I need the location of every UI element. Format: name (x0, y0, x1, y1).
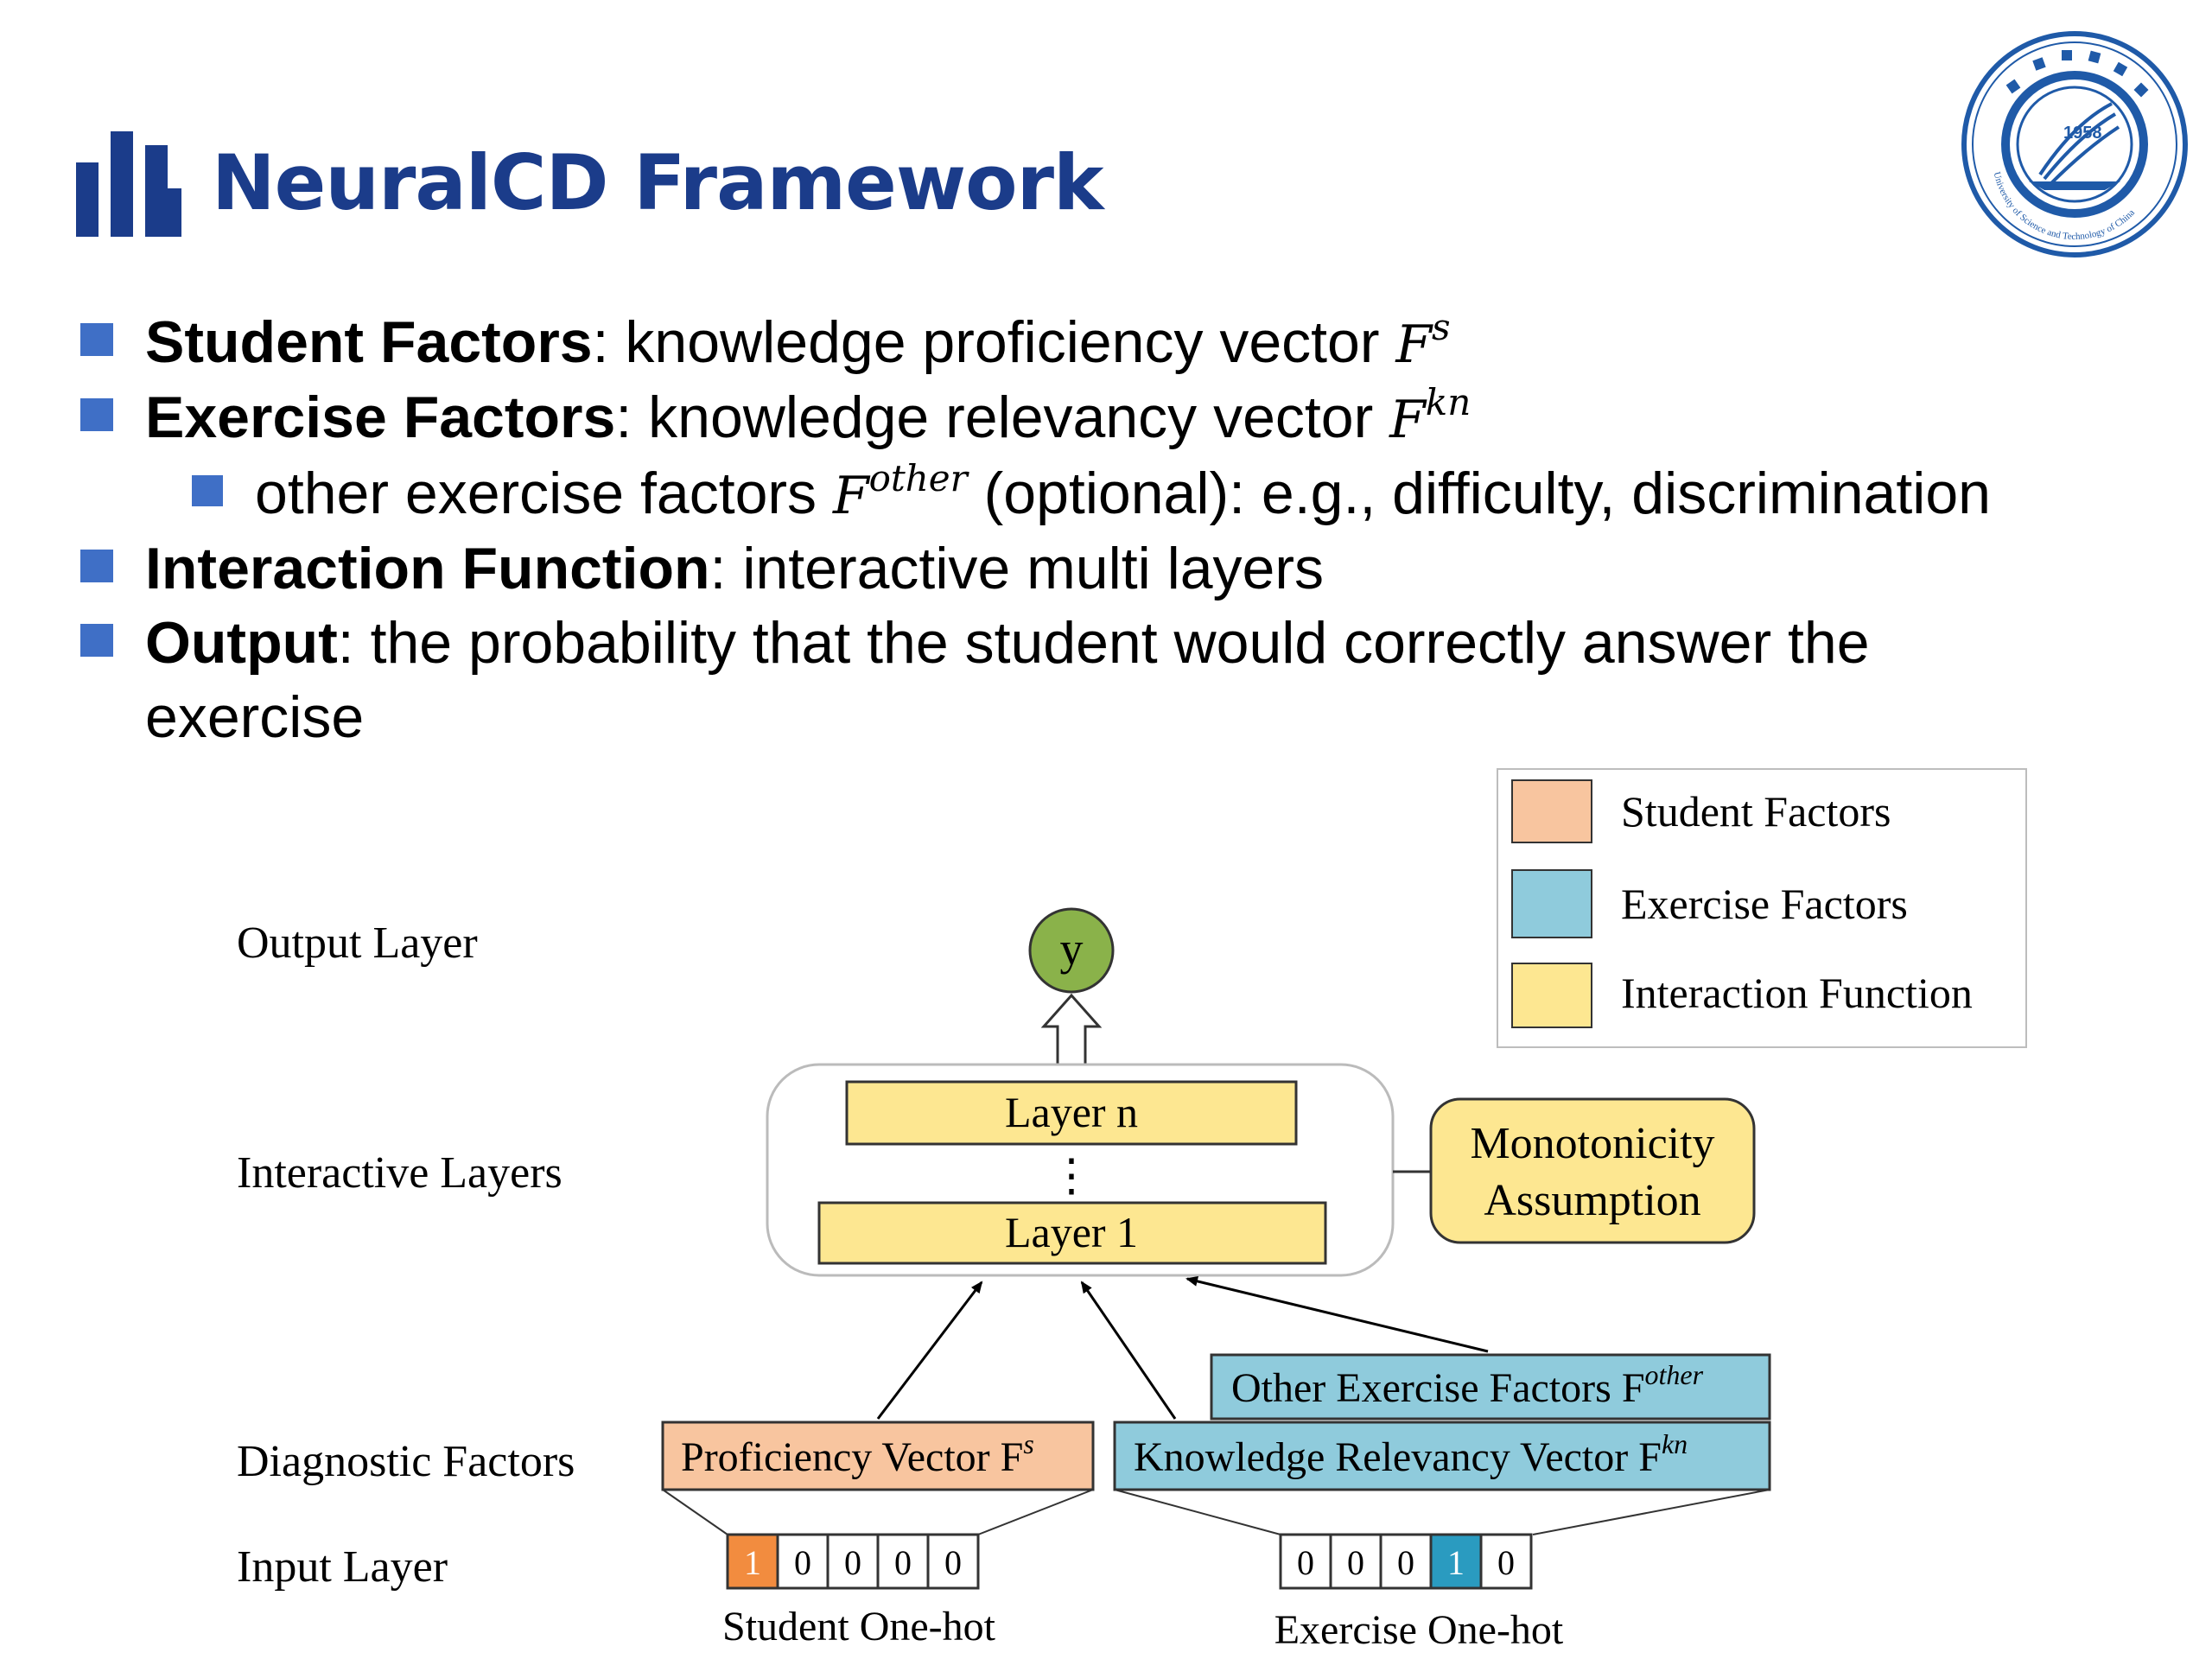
legend: Student Factors Exercise Factors Interac… (1497, 768, 2027, 1048)
proficiency-vector-box (661, 1421, 1095, 1491)
student-one-hot-cell-value: 0 (794, 1543, 811, 1582)
exercise-one-hot-cell-value: 1 (1447, 1543, 1465, 1582)
bar-chart-icon (76, 131, 181, 237)
bullet-interaction-function: Interaction Function: interactive multi … (145, 533, 1324, 604)
bullet-marker (192, 475, 223, 506)
exercise-one-hot-cell (1279, 1533, 1332, 1590)
bullet-output-continuation: exercise (145, 684, 365, 750)
bullet-exercise-factors: Exercise Factors: knowledge relevancy ve… (145, 382, 1471, 455)
exercise-one-hot-cell-value: 0 (1397, 1543, 1414, 1582)
bullet-other-exercise-factors: other exercise factors Fother (optional)… (255, 458, 1991, 531)
bullet-text: : the probability that the student would… (337, 610, 1870, 676)
legend-label-interaction: Interaction Function (1621, 969, 1973, 1017)
bullet-term: Output (145, 610, 338, 676)
layer-1-label: Layer 1 (1005, 1208, 1138, 1256)
proficiency-vector-label: Proficiency Vector Fs (681, 1428, 1034, 1480)
exercise-one-hot-cell-value: 0 (1347, 1543, 1364, 1582)
bullet-marker (80, 398, 113, 431)
row-label-interactive: Interactive Layers (237, 1148, 563, 1198)
bullet-output: Output: the probability that the student… (145, 607, 1870, 678)
arrow-knowledge-to-layers (1080, 1281, 1177, 1420)
layer-n (845, 1080, 1298, 1146)
math-symbol: Fkn (1389, 381, 1471, 451)
monotonicity-assumption-box (1429, 1097, 1756, 1244)
student-one-hot-caption: Student One-hot (722, 1604, 996, 1649)
bullet-text: other exercise factors (255, 461, 833, 526)
bullet-student-factors: Student Factors: knowledge proficiency v… (145, 307, 1451, 380)
student-one-hot-cell-value: 0 (844, 1543, 861, 1582)
knowledge-relevancy-vector-box (1113, 1421, 1771, 1491)
layer-dots: ⋮ (1049, 1152, 1094, 1201)
legend-swatch-interaction (1511, 963, 1592, 1028)
bullet-term: Interaction Function (145, 536, 710, 601)
monotonicity-line-2: Assumption (1484, 1176, 1700, 1225)
svg-text:1958: 1958 (2063, 124, 2102, 143)
student-one-hot-cell (876, 1533, 930, 1590)
arrow-proficiency-to-layers (876, 1281, 983, 1420)
knowledge-relevancy-vector-label: Knowledge Relevancy Vector Fkn (1134, 1428, 1688, 1480)
university-seal-logo: 1958 University of Science and Technolog… (1961, 31, 2188, 257)
bullet-term: Student Factors (145, 309, 593, 375)
arrow-other-to-layers (1185, 1275, 1489, 1353)
output-node-label: y (1060, 923, 1084, 975)
student-one-hot-cell-value: 1 (744, 1543, 761, 1582)
bullet-term: Exercise Factors (145, 385, 616, 450)
bullet-text: (optional): e.g., difficulty, discrimina… (967, 461, 1991, 526)
other-exercise-factors-label: Other Exercise Factors Fother (1231, 1359, 1704, 1411)
layer-1 (817, 1201, 1327, 1265)
student-connector-left (662, 1489, 728, 1535)
bullet-text: : interactive multi layers (709, 536, 1324, 601)
legend-swatch-student (1511, 779, 1592, 843)
row-label-output: Output Layer (237, 918, 478, 968)
exercise-one-hot-cell-value: 0 (1297, 1543, 1314, 1582)
row-label-input: Input Layer (237, 1542, 448, 1592)
student-connector-right (977, 1489, 1094, 1535)
row-label-diagnostic: Diagnostic Factors (237, 1437, 575, 1486)
student-one-hot-cell-value: 0 (894, 1543, 912, 1582)
student-one-hot-cell (776, 1533, 830, 1590)
exercise-one-hot-caption: Exercise One-hot (1274, 1607, 1564, 1653)
math-symbol: Fother (832, 457, 968, 527)
output-node (1028, 907, 1115, 994)
layer-n-label: Layer n (1005, 1088, 1138, 1136)
exercise-one-hot-cell (1329, 1533, 1382, 1590)
legend-label-exercise: Exercise Factors (1621, 880, 1908, 928)
exercise-connector-left (1114, 1489, 1281, 1535)
bullet-text: : knowledge proficiency vector (592, 309, 1396, 375)
exercise-one-hot-cell (1479, 1533, 1533, 1590)
bullet-marker (80, 550, 113, 582)
page-title: NeuralCD Framework (212, 138, 1104, 227)
legend-swatch-exercise (1511, 869, 1592, 938)
bullet-text: : knowledge relevancy vector (615, 385, 1390, 450)
monotonicity-line-1: Monotonicity (1470, 1119, 1714, 1168)
output-arrow (1040, 993, 1103, 1066)
exercise-one-hot-cell (1429, 1533, 1483, 1590)
bullet-marker (80, 624, 113, 657)
other-exercise-factors-box (1210, 1353, 1771, 1421)
exercise-connector-right (1532, 1489, 1770, 1535)
bullet-marker (80, 323, 113, 356)
student-one-hot-cell (926, 1533, 980, 1590)
legend-label-student: Student Factors (1621, 787, 1891, 836)
exercise-one-hot-cell-value: 0 (1497, 1543, 1515, 1582)
exercise-one-hot-cell (1379, 1533, 1433, 1590)
math-symbol: Fs (1395, 306, 1451, 376)
student-one-hot-cell-value: 0 (944, 1543, 962, 1582)
